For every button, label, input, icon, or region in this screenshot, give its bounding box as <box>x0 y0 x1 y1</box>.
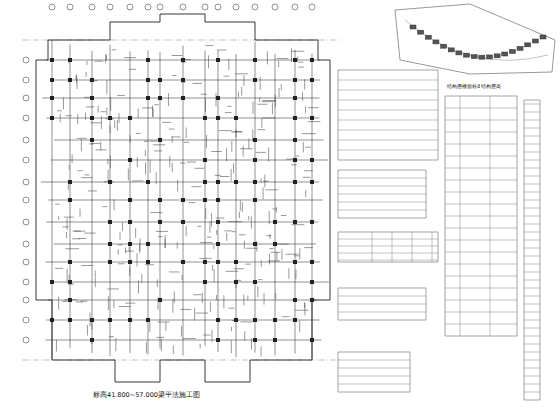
beam-lines <box>41 40 329 359</box>
drawing-title: 标高41.800~57.000梁平法施工图 <box>92 392 201 399</box>
site-plan <box>395 4 555 74</box>
table-heading: 结构层高 <box>480 84 502 90</box>
table-heading: 结构层楼面标高 <box>446 84 483 90</box>
beam-plan <box>22 14 340 382</box>
axis-bubbles <box>23 4 315 343</box>
tables <box>338 70 540 400</box>
annotation-strokes <box>55 46 540 392</box>
